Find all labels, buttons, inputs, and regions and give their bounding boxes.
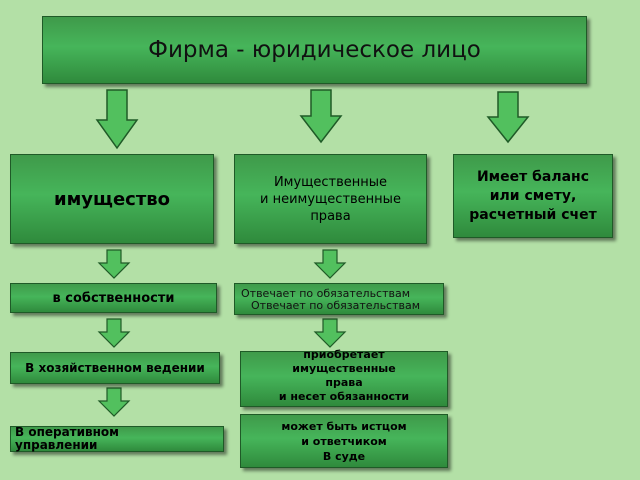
balance-line-2: или смету, xyxy=(489,187,577,204)
obligations-text-a: Отвечает по обязательствам xyxy=(241,287,411,300)
arrow-down-icon xyxy=(313,318,347,348)
property-box: имущество xyxy=(10,154,214,244)
operative-management-box: В оперативном управлении xyxy=(10,426,224,452)
obligations-text-b: Отвечает по обязательствам xyxy=(251,299,421,312)
firm-title-box: Фирма - юридическое лицо xyxy=(42,16,587,84)
firm-title: Фирма - юридическое лицо xyxy=(148,37,481,63)
arrow-down-icon xyxy=(486,91,530,144)
obligations-box: Отвечает по обязательствам Отвечает по о… xyxy=(234,283,444,315)
court-line-1: может быть истцом xyxy=(281,419,407,433)
rights-line-3: права xyxy=(310,208,351,224)
economic-management-box: В хозяйственном ведении xyxy=(10,352,220,384)
ownership-box: в собственности xyxy=(10,283,217,313)
arrow-down-icon xyxy=(299,89,343,144)
balance-box: Имеет баланс или смету, расчетный счет xyxy=(453,154,613,238)
acquires-line-2: имущественные xyxy=(292,362,396,375)
balance-line-3: расчетный счет xyxy=(469,206,597,223)
acquires-line-4: и несет обязанности xyxy=(278,390,410,403)
acquires-line-1: приобретает xyxy=(303,348,385,361)
arrow-down-icon xyxy=(97,249,131,279)
economic-management-label: В хозяйственном ведении xyxy=(25,361,205,375)
court-line-3: В суде xyxy=(322,449,366,463)
arrow-down-icon xyxy=(97,387,131,417)
rights-box: Имущественные и неимущественные права xyxy=(234,154,427,244)
property-label: имущество xyxy=(53,188,171,210)
rights-line-1: Имущественные xyxy=(273,174,388,190)
arrow-down-icon xyxy=(97,318,131,348)
ownership-label: в собственности xyxy=(52,290,175,306)
balance-line-1: Имеет баланс xyxy=(476,168,590,185)
acquires-rights-box: приобретает имущественные права и несет … xyxy=(240,348,448,407)
operative-line-1: В оперативном xyxy=(15,425,119,439)
rights-line-2: и неимущественные xyxy=(260,191,401,207)
operative-line-2: управлении xyxy=(15,438,98,452)
arrow-down-icon xyxy=(313,249,347,279)
arrow-down-icon xyxy=(95,89,139,150)
court-line-2: и ответчиком xyxy=(301,434,387,448)
court-box: может быть истцом и ответчиком В суде xyxy=(240,414,448,468)
acquires-line-3: права xyxy=(325,376,363,389)
